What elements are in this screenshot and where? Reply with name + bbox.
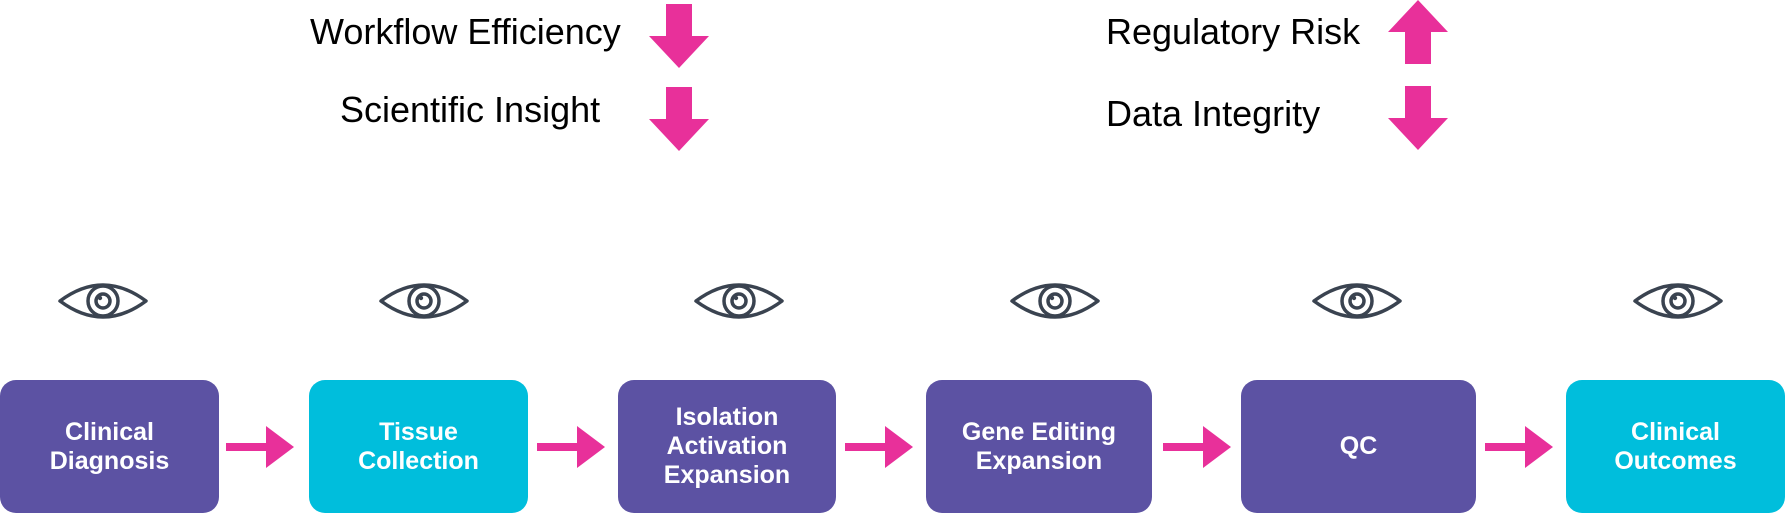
right-arrow-icon bbox=[1163, 426, 1231, 468]
step-label: Clinical Outcomes bbox=[1614, 417, 1737, 475]
step-clinical-outcomes: Clinical Outcomes bbox=[1566, 380, 1785, 513]
metric-label-data-integrity: Data Integrity bbox=[1106, 93, 1321, 134]
step-label: Isolation Activation Expansion bbox=[663, 403, 791, 489]
step-gene-editing-expansion: Gene Editing Expansion bbox=[926, 380, 1152, 513]
step-qc: QC bbox=[1241, 380, 1476, 513]
eye-icon bbox=[1010, 283, 1100, 319]
down-arrow-icon bbox=[649, 87, 709, 151]
step-label: Gene Editing Expansion bbox=[961, 417, 1117, 475]
down-arrow-icon bbox=[1388, 86, 1448, 150]
right-arrow-icon bbox=[537, 426, 605, 468]
step-isolation-activation-expansion: Isolation Activation Expansion bbox=[618, 380, 836, 513]
right-arrow-icon bbox=[226, 426, 294, 468]
down-arrow-icon bbox=[649, 4, 709, 68]
right-arrow-icon bbox=[845, 426, 913, 468]
up-arrow-icon bbox=[1388, 0, 1448, 64]
step-label: Clinical Diagnosis bbox=[49, 417, 170, 475]
step-clinical-diagnosis: Clinical Diagnosis bbox=[0, 380, 219, 513]
eye-icon bbox=[1633, 283, 1723, 319]
metric-label-workflow-efficiency: Workflow Efficiency bbox=[310, 11, 621, 52]
eye-icon bbox=[379, 283, 469, 319]
eye-icon bbox=[694, 283, 784, 319]
metric-label-regulatory-risk: Regulatory Risk bbox=[1106, 11, 1361, 52]
step-label: QC bbox=[1339, 432, 1378, 460]
metric-label-scientific-insight: Scientific Insight bbox=[340, 89, 601, 130]
step-label: Tissue Collection bbox=[358, 417, 479, 475]
right-arrow-icon bbox=[1485, 426, 1553, 468]
eye-icon bbox=[1312, 283, 1402, 319]
step-tissue-collection: Tissue Collection bbox=[309, 380, 528, 513]
eye-icon bbox=[58, 283, 148, 319]
